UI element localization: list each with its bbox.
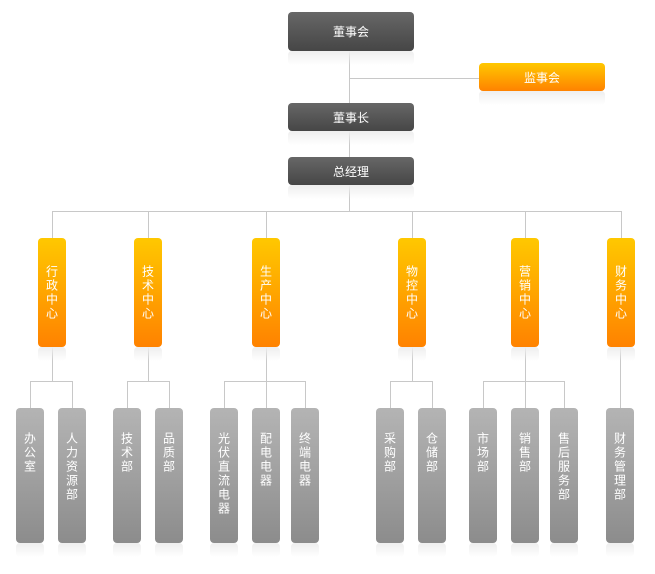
dept-node: 终端电器 bbox=[291, 408, 319, 557]
dept-node: 财务管理部 bbox=[606, 408, 634, 557]
center-production: 生产中心 bbox=[252, 238, 280, 361]
dept-node: 技术部 bbox=[113, 408, 141, 557]
center-technology: 技术中心 bbox=[134, 238, 162, 361]
dept-node: 销售部 bbox=[511, 408, 539, 557]
dept-node: 采购部 bbox=[376, 408, 404, 557]
dept-node: 售后服务部 bbox=[550, 408, 578, 557]
dept-node: 配电电器 bbox=[252, 408, 280, 557]
dept-node: 仓储部 bbox=[418, 408, 446, 557]
board-of-directors-node: 董事会 bbox=[288, 12, 414, 65]
dept-node: 市场部 bbox=[469, 408, 497, 557]
dept-node: 光伏直流电器 bbox=[210, 408, 238, 557]
dept-node: 人力资源部 bbox=[58, 408, 86, 557]
dept-node: 办公室 bbox=[16, 408, 44, 557]
board-of-supervisors-node: 监事会 bbox=[479, 63, 605, 105]
chairman-node: 董事长 bbox=[288, 103, 414, 145]
center-admin: 行政中心 bbox=[38, 238, 66, 361]
center-materials: 物控中心 bbox=[398, 238, 426, 361]
center-finance: 财务中心 bbox=[607, 238, 635, 361]
general-manager-node: 总经理 bbox=[288, 157, 414, 199]
dept-node: 品质部 bbox=[155, 408, 183, 557]
center-marketing: 营销中心 bbox=[511, 238, 539, 361]
